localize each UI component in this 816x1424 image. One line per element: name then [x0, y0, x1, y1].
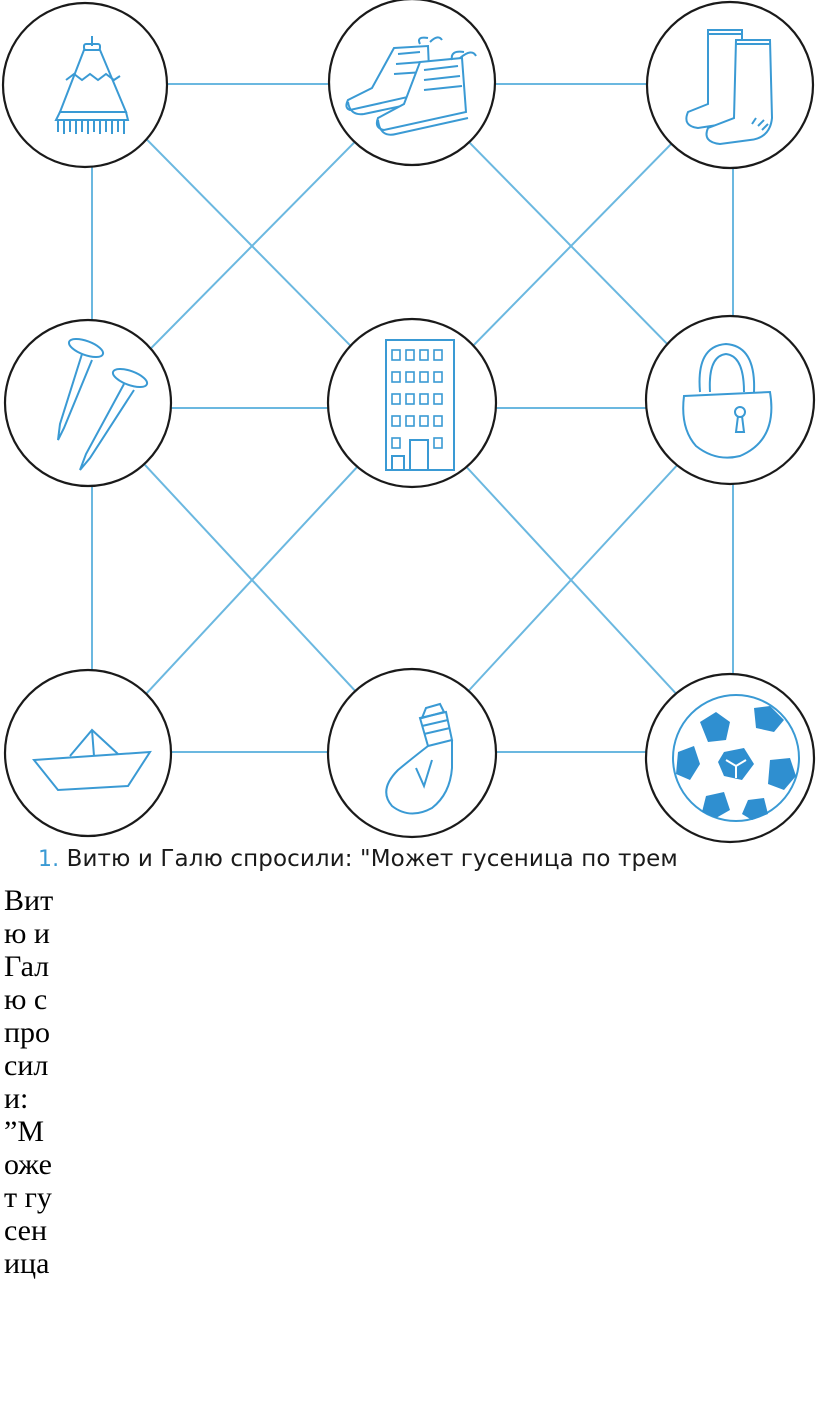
boots-icon — [345, 36, 477, 136]
light-bulb-icon — [385, 702, 454, 815]
node-lampshade — [1, 1, 169, 169]
building-icon — [385, 339, 455, 471]
exercise-number: 1. — [38, 847, 60, 872]
lampshade-icon — [54, 36, 130, 134]
exercise-caption: 1. Витю и Галю спросили: "Может гусеница… — [38, 846, 678, 872]
padlock-icon — [682, 342, 773, 459]
node-felt-boots — [645, 0, 815, 170]
node-grid — [1, 0, 816, 844]
node-paper-boat — [3, 668, 173, 838]
node-building — [326, 317, 498, 489]
soccer-ball-icon — [672, 694, 800, 822]
node-padlock — [644, 314, 816, 486]
exercise-caption-text: Витю и Галю спросили: "Может гусеница по… — [66, 846, 678, 872]
node-light-bulb — [326, 667, 498, 839]
paper-boat-icon — [32, 728, 152, 792]
puzzle-diagram — [1, 0, 816, 844]
node-nails — [3, 318, 173, 488]
felt-boots-icon — [685, 29, 774, 146]
nails-icon — [57, 337, 149, 471]
body-text: Витю и Галю спросили: ”Может гусеница — [4, 884, 54, 1280]
